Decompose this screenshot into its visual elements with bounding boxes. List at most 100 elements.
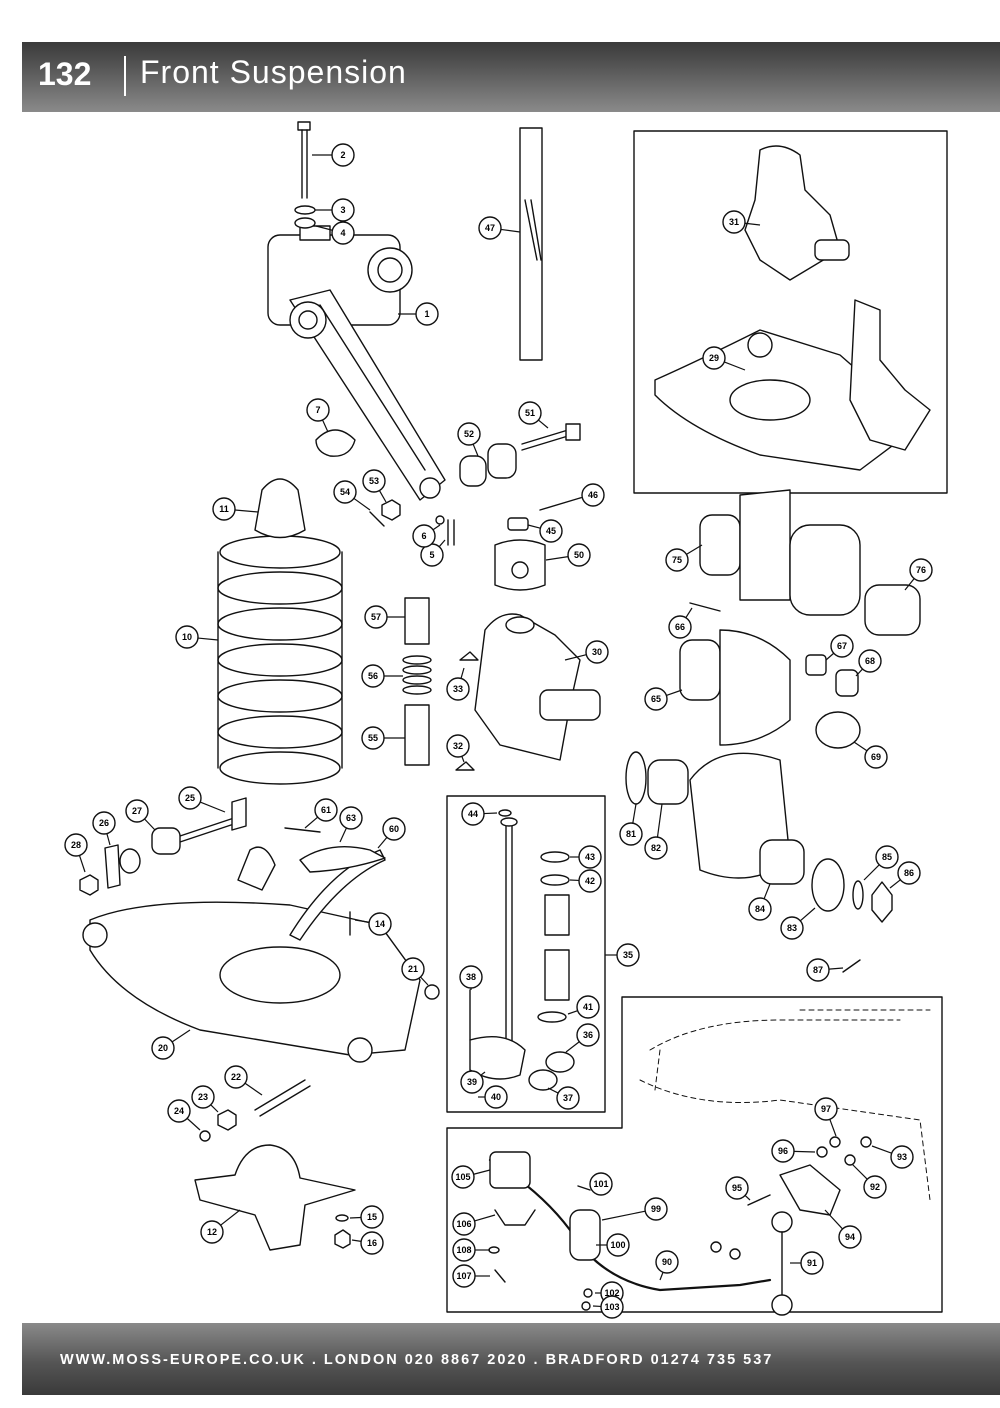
callout-leader [547, 1087, 559, 1094]
disc-hub-65 [679, 629, 791, 746]
fulcrum-bolt-25 [179, 797, 247, 843]
callout-94: 94 [824, 1209, 862, 1249]
callout-label: 84 [755, 904, 765, 914]
bracket-99-100 [569, 1209, 601, 1261]
callout-1: 1 [398, 302, 439, 326]
hub-cap-76 [864, 584, 921, 636]
callout-leader [632, 803, 637, 824]
page-title: Front Suspension [140, 54, 407, 90]
bolt-66 [689, 602, 721, 612]
washer-108 [488, 1246, 500, 1254]
callout-circle [644, 836, 668, 860]
callout-leader [472, 443, 479, 457]
callout-label: 10 [182, 632, 192, 642]
callout-leader [545, 556, 569, 561]
callout-label: 87 [813, 965, 823, 975]
callout-circle [125, 799, 149, 823]
nut-23 [217, 1109, 237, 1131]
callout-label: 68 [865, 656, 875, 666]
bracket-105 [489, 1151, 531, 1189]
callout-circle [616, 943, 640, 967]
split-pin-87 [842, 959, 861, 973]
callout-leader [349, 1216, 362, 1219]
callout-label: 60 [389, 824, 399, 834]
callout-label: 86 [904, 868, 914, 878]
callout-circle [858, 649, 882, 673]
anti-roll-bar-90 [488, 1158, 772, 1292]
callout-label: 6 [421, 531, 426, 541]
callout-circle [178, 786, 202, 810]
callout-label: 75 [672, 555, 682, 565]
callout-label: 39 [467, 1077, 477, 1087]
circlip-44 [498, 809, 512, 817]
callout-leader [659, 1272, 664, 1281]
bearing-83 [811, 858, 845, 912]
callout-leader [853, 741, 868, 752]
callout-leader [851, 1163, 868, 1180]
callout-leader [889, 879, 901, 889]
callout-46: 46 [579, 483, 605, 507]
swivel-pin-upper [519, 127, 543, 361]
callout-circle [814, 1097, 838, 1121]
distance-tube-57 [404, 597, 430, 645]
callout-leader [144, 818, 156, 831]
callout-96: 96 [771, 1139, 816, 1163]
callout-circle [167, 1099, 191, 1123]
callout-label: 100 [610, 1240, 625, 1250]
nut-93-b [860, 1136, 872, 1148]
callout-leader [799, 907, 816, 922]
callout-leader [567, 1010, 578, 1015]
callout-leader [432, 524, 441, 531]
callout-label: 37 [563, 1093, 573, 1103]
callout-leader [538, 419, 549, 429]
callout-leader [353, 497, 371, 511]
callout-38: 38 [459, 965, 483, 990]
callout-label: 96 [778, 1146, 788, 1156]
callout-16: 16 [351, 1231, 384, 1255]
callout-leader [685, 607, 693, 619]
callout-label: 20 [158, 1043, 168, 1053]
washer-96 [816, 1146, 828, 1158]
callout-leader [186, 1117, 201, 1131]
callout-label: 21 [408, 964, 418, 974]
callout-label: 11 [219, 504, 229, 514]
callout-circle [655, 1250, 679, 1274]
callout-circle [780, 916, 804, 940]
callout-leader [377, 837, 388, 849]
callout-leader [339, 827, 347, 843]
washer-102 [583, 1288, 593, 1298]
callout-circle [212, 497, 236, 521]
callout-circle [478, 216, 502, 240]
wishbone-assembly-29 [654, 299, 931, 471]
callout-label: 61 [321, 805, 331, 815]
callout-99: 99 [601, 1197, 668, 1221]
inset-box-anti-roll-bar [446, 996, 943, 1313]
callout-circle [600, 1295, 624, 1319]
callout-leader [438, 539, 446, 548]
split-pin-54 [369, 511, 385, 527]
page-footer: WWW.MOSS-EUROPE.CO.UK . LONDON 020 8867 … [22, 1323, 1000, 1395]
callout-60: 60 [377, 817, 406, 849]
callout-leader [829, 1119, 837, 1137]
callout-label: 23 [198, 1092, 208, 1102]
nut-28 [79, 874, 99, 896]
callout-circle [875, 845, 899, 869]
callout-circle [665, 548, 689, 572]
callout-label: 32 [453, 741, 463, 751]
callout-2: 2 [312, 143, 355, 167]
grease-cap-69 [815, 711, 861, 749]
callout-circle [771, 1139, 795, 1163]
callout-15: 15 [349, 1205, 384, 1229]
callout-circle [446, 734, 470, 758]
callout-circle [644, 687, 668, 711]
washer-43 [540, 851, 570, 863]
callout-label: 27 [132, 806, 142, 816]
callout-39: 39 [460, 1070, 486, 1094]
callout-63: 63 [339, 806, 363, 843]
callout-54: 54 [333, 480, 371, 511]
callout-label: 41 [583, 1002, 593, 1012]
callout-label: 83 [787, 923, 797, 933]
callout-circle [457, 422, 481, 446]
lower-wishbone [82, 846, 421, 1063]
